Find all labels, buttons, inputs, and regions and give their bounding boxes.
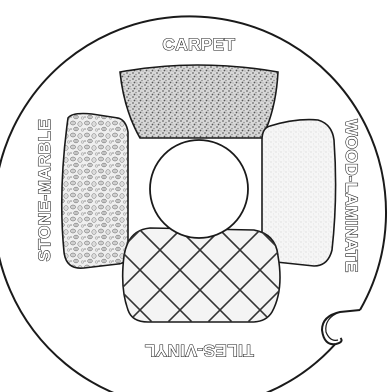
label-tiles-vinyl: TILES-VINYL	[144, 341, 253, 360]
center-hole	[150, 140, 248, 238]
label-wood-laminate: WOOD-LAMINATE	[342, 119, 361, 273]
label-stone-marble: STONE-MARBLE	[35, 119, 54, 262]
tiles-vinyl-swatch	[123, 228, 280, 322]
label-carpet: CARPET	[163, 35, 236, 54]
carpet-swatch	[120, 65, 278, 138]
stone-marble-swatch	[62, 114, 128, 269]
